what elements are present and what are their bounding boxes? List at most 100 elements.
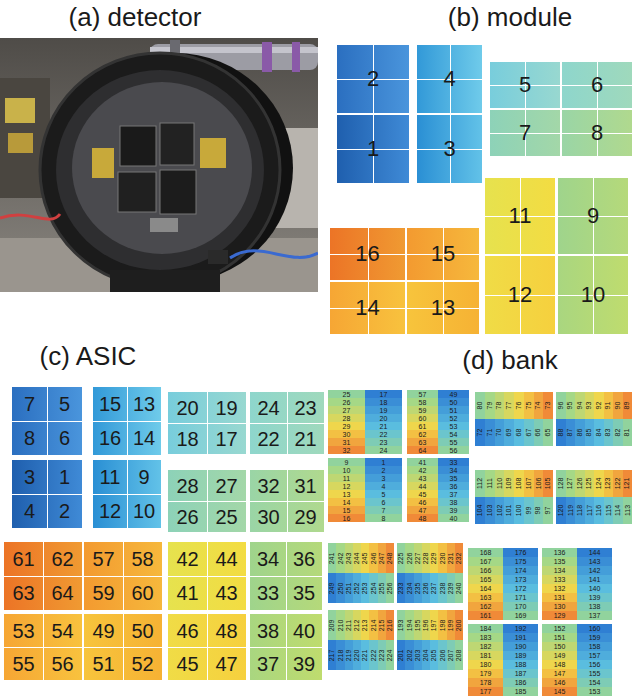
bank-number: 197 [431, 619, 438, 631]
bank-number: 193 [398, 619, 405, 631]
bank-cell: 123 [604, 470, 614, 497]
bank-number: 169 [515, 612, 527, 619]
bank-cell: 128 [556, 470, 566, 497]
bank-number: 238 [439, 582, 446, 594]
module-box: 15 [407, 228, 479, 280]
bank-cell: 239 [447, 573, 455, 603]
bank-number: 43 [419, 475, 427, 482]
bank-number: 117 [586, 505, 593, 516]
asic-module-box: 42444143 [168, 542, 246, 610]
bank-number: 65 [545, 429, 552, 437]
module-number: 1 [367, 138, 379, 160]
bank-number: 48 [419, 515, 427, 522]
bank-number: 178 [480, 679, 492, 686]
bank-cell: 163 [468, 593, 503, 602]
asic-cell: 5 [47, 387, 82, 421]
lab-background [0, 38, 318, 292]
panel-title: (a) detector [69, 3, 202, 32]
quadrant-divider [84, 576, 162, 577]
quadrant-divider [250, 501, 324, 502]
bank-number: 157 [589, 652, 601, 659]
bank-cell: 142 [577, 566, 612, 575]
bank-number: 103 [486, 505, 493, 517]
bank-cell: 5 [365, 490, 402, 498]
bank-cell: 237 [430, 573, 438, 603]
asic-number: 57 [92, 549, 114, 569]
bank-number: 155 [589, 670, 601, 677]
bank-cell: 137 [577, 611, 612, 620]
module-number: 15 [431, 243, 455, 265]
bank-cell: 57 [407, 390, 438, 398]
bank-number: 198 [439, 619, 446, 631]
asic-number: 28 [176, 476, 198, 496]
bank-cell: 167 [468, 557, 503, 566]
bank-number: 8 [382, 515, 386, 522]
asic-number: 21 [294, 429, 316, 449]
bank-cell: 104 [475, 497, 485, 524]
bank-number: 239 [447, 582, 454, 594]
bank-number: 194 [406, 619, 413, 631]
asic-cell: 29 [287, 501, 324, 532]
bank-cell: 245 [361, 543, 369, 573]
bank-number: 52 [450, 415, 458, 422]
bank-number: 129 [554, 612, 566, 619]
asic-cell: 54 [43, 614, 82, 647]
bank-module-box: 1841921831911821901811891801881791871781… [468, 624, 538, 696]
bank-cell: 87 [566, 419, 576, 446]
bank-cell: 24 [365, 446, 402, 454]
bank-cell: 59 [407, 406, 438, 414]
bank-cell: 175 [503, 557, 538, 566]
asic-cell: 56 [43, 647, 82, 680]
bank-number: 154 [589, 679, 601, 686]
asic-number: 41 [176, 583, 198, 603]
asic-cell: 11 [93, 460, 127, 494]
asic-number: 46 [176, 621, 198, 641]
bank-number: 32 [343, 447, 351, 454]
bank-cell: 148 [542, 660, 577, 669]
asic-cell: 17 [207, 423, 246, 454]
bank-number: 179 [480, 670, 492, 677]
bank-cell: 94 [575, 392, 585, 419]
bank-number: 165 [480, 576, 492, 583]
bank-number: 235 [414, 582, 421, 594]
bank-cell: 180 [468, 660, 503, 669]
bank-cell: 216 [386, 610, 394, 640]
bank-number: 99 [525, 507, 532, 515]
asic-cell: 58 [123, 542, 162, 576]
bank-cell: 248 [386, 543, 394, 573]
bank-number: 28 [343, 415, 351, 422]
bank-number: 23 [380, 439, 388, 446]
bank-cell: 173 [503, 575, 538, 584]
module-number: 7 [519, 122, 531, 144]
bank-cell: 172 [503, 584, 538, 593]
bank-cell: 17 [365, 390, 402, 398]
bank-cell: 209 [328, 610, 336, 640]
bank-number: 222 [370, 649, 377, 661]
asic-number: 3 [24, 467, 35, 487]
bank-cell: 80 [475, 392, 485, 419]
bank-cell: 98 [534, 497, 544, 524]
bank-cell: 33 [438, 458, 469, 466]
bank-cell: 43 [407, 474, 438, 482]
bank-number: 7 [382, 507, 386, 514]
bank-cell: 68 [514, 419, 524, 446]
bank-number: 124 [595, 478, 602, 490]
asic-cell: 8 [12, 421, 47, 455]
bank-number: 33 [450, 459, 458, 466]
asic-number: 62 [51, 549, 73, 569]
bank-number: 143 [589, 558, 601, 565]
bank-cell: 150 [542, 642, 577, 651]
bank-number: 19 [380, 407, 388, 414]
asic-number: 37 [257, 654, 279, 674]
bank-number: 89 [624, 402, 631, 410]
bank-number: 66 [535, 429, 542, 437]
module-box: 12 [485, 256, 555, 334]
bank-cell: 100 [514, 497, 524, 524]
bank-number: 240 [455, 582, 462, 594]
bank-cell: 41 [407, 458, 438, 466]
module-number: 12 [508, 284, 532, 306]
bank-cell: 254 [369, 573, 377, 603]
bank-cell: 140 [577, 584, 612, 593]
bank-number: 219 [345, 649, 352, 661]
bank-cell: 240 [455, 573, 463, 603]
